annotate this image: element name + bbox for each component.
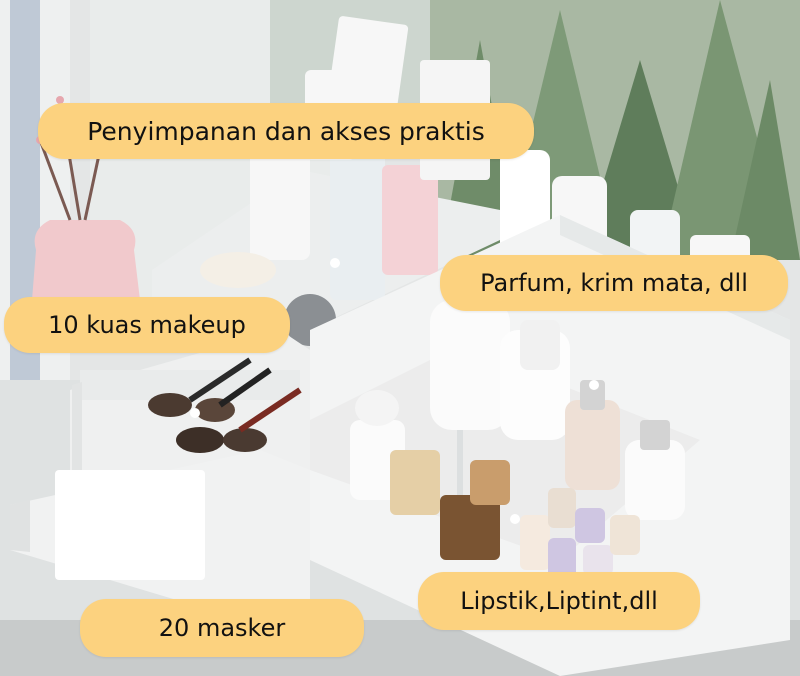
callout-masks: 20 masker bbox=[80, 599, 364, 657]
face-mask-pack bbox=[55, 470, 205, 580]
indicator-dot bbox=[589, 380, 599, 390]
indicator-dot bbox=[330, 258, 340, 268]
callout-perfume-cream: Parfum, krim mata, dll bbox=[440, 255, 788, 311]
callout-makeup-brushes: 10 kuas makeup bbox=[4, 297, 290, 353]
indicator-dot bbox=[190, 408, 200, 418]
makeup-brushes bbox=[148, 357, 302, 453]
indicator-dot bbox=[510, 514, 520, 524]
blue-curtain bbox=[10, 0, 40, 440]
callout-storage-access: Penyimpanan dan akses praktis bbox=[38, 103, 534, 159]
organizer bbox=[10, 16, 790, 676]
indicator-dot bbox=[147, 535, 157, 545]
callout-lipstick: Lipstik,Liptint,dll bbox=[418, 572, 700, 630]
